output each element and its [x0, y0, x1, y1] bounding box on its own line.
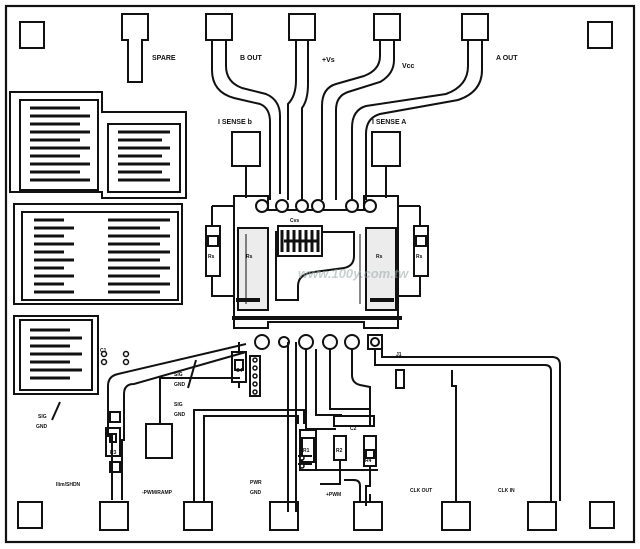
- ic-bottom-vias: [254, 334, 383, 350]
- sig-gnd-mid1-line2: GND: [174, 382, 186, 388]
- label-sig-gnd-mid1: SIG GND: [174, 372, 186, 388]
- pwm-ramp-pad: [183, 501, 213, 531]
- label-pwm-ramp: -PWM/RAMP: [142, 490, 173, 496]
- ilim-pad: [99, 501, 129, 531]
- clk-in-pad: [527, 501, 557, 531]
- label-sig-gnd-left: SIG GND: [36, 414, 48, 430]
- pwr-gnd-line1: PWR: [250, 480, 262, 486]
- label-vs: +Vs: [322, 57, 335, 64]
- i-sense-a-pad: [371, 131, 401, 167]
- r3-resistor: [105, 427, 121, 457]
- sig-gnd-mid2-line1: SIG: [174, 402, 183, 408]
- label-clk-out: CLK OUT: [410, 488, 432, 494]
- block-top-left: [9, 91, 187, 199]
- i-sense-b-pad: [231, 131, 261, 167]
- label-rs-left: Rs: [246, 254, 253, 260]
- ic-top-vias: [255, 199, 377, 213]
- top-connectors: [121, 13, 489, 200]
- a-out-pad: [461, 13, 489, 41]
- block-bottom: [13, 315, 99, 395]
- label-r2: R2: [336, 448, 343, 454]
- bottom-right-vias: [299, 455, 305, 469]
- bottom-connectors: [99, 501, 557, 531]
- label-i-sense-b: I SENSE b: [218, 119, 252, 126]
- label-r1: R1: [303, 448, 310, 454]
- sig-gnd-left-line2: GND: [36, 424, 48, 430]
- watermark: www.100y.com.tw: [298, 266, 409, 281]
- label-r3: R3: [110, 450, 117, 456]
- ic-fill-pattern: [245, 230, 361, 304]
- pwr-gnd-pad: [269, 501, 299, 531]
- sig-gnd-pad-mid: [145, 423, 173, 459]
- corner-pad-bottom-right: [589, 501, 615, 529]
- label-ilim-shdn: Ilim/SHDN: [56, 482, 81, 488]
- bottom-left-vias: [100, 350, 258, 395]
- corner-pad-top-right: [587, 21, 613, 49]
- bottom-right-circuit: [287, 342, 561, 512]
- label-r4: R4: [365, 458, 372, 464]
- b-out-trace: [211, 40, 271, 200]
- label-pwm-plus: +PWM: [326, 492, 341, 498]
- label-clk-in: CLK IN: [498, 488, 515, 494]
- side-resistors: [205, 205, 429, 297]
- clk-out-pad: [441, 501, 471, 531]
- b-out-pad: [205, 13, 233, 41]
- label-pwr-gnd: PWR GND: [250, 480, 262, 496]
- label-cvs: Cvs: [290, 218, 299, 224]
- label-rs-right-small: Rs: [416, 254, 423, 260]
- pwr-gnd-line2: GND: [250, 490, 262, 496]
- label-a-out: A OUT: [496, 55, 518, 62]
- vcc-pad: [373, 13, 401, 41]
- board-outline: [4, 4, 636, 544]
- label-c2: C2: [350, 426, 357, 432]
- label-sig-gnd-mid2: SIG GND: [174, 402, 186, 418]
- bottom-left-circuit: [105, 342, 305, 502]
- left-pattern-blocks: [9, 91, 187, 395]
- label-spare: SPARE: [152, 55, 176, 62]
- label-rs-right: Rs: [376, 254, 383, 260]
- rs-left-block: [237, 227, 269, 311]
- corner-pad-bottom-left: [17, 501, 43, 529]
- label-c4: C4: [236, 368, 243, 374]
- sig-gnd-mid1-line1: SIG: [174, 372, 183, 378]
- label-i-sense-a: I SENSE A: [372, 119, 406, 126]
- label-c1: C1: [100, 348, 107, 354]
- label-vcc: Vcc: [402, 63, 415, 70]
- label-j1: J1: [396, 352, 402, 358]
- comb-fingers: [30, 106, 170, 380]
- pwm-plus-pad: [353, 501, 383, 531]
- vs-pad: [288, 13, 316, 41]
- label-rs-left-small: Rs: [208, 254, 215, 260]
- corner-pad-top-left: [19, 21, 45, 49]
- label-b-out: B OUT: [240, 55, 263, 62]
- sig-gnd-left-line1: SIG: [38, 414, 47, 420]
- sig-gnd-mid2-line2: GND: [174, 412, 186, 418]
- r1-resistor: [301, 437, 315, 463]
- spare-pad: [121, 13, 149, 83]
- block-middle: [13, 203, 183, 305]
- rs-right-block: [365, 227, 397, 311]
